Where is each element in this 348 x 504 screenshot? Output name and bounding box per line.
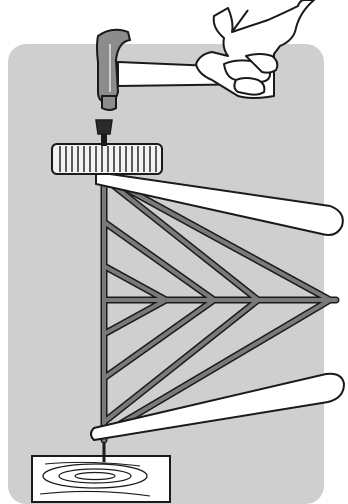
- driver-cap-icon: [95, 119, 113, 146]
- hand-icon: [195, 0, 315, 99]
- ribbed-knob-icon: [51, 143, 163, 175]
- upper-arm-icon: [95, 170, 344, 236]
- wire-frame-icon: [100, 172, 340, 444]
- lower-arm-icon: [90, 372, 346, 442]
- wood-block-icon: [31, 455, 171, 503]
